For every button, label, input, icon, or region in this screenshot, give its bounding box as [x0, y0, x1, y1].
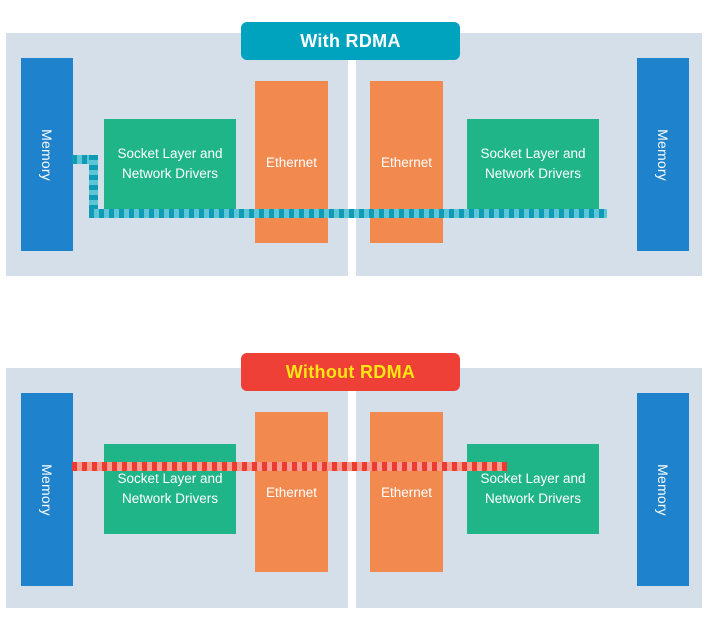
- without-rdma-socket-right-line2: Network Drivers: [484, 491, 581, 506]
- with-rdma-ethernet-left: Ethernet: [255, 81, 328, 243]
- badge-with-rdma[interactable]: With RDMA: [241, 22, 460, 60]
- without-rdma-socket-left-line1: Socket Layer and: [117, 471, 223, 487]
- without-rdma-ethernet-right: Ethernet: [370, 412, 443, 572]
- without-rdma-memory-left-label: Memory: [38, 463, 55, 516]
- with-rdma-socket-left-line2: Network Drivers: [121, 166, 218, 181]
- badge-without-rdma-label: Without RDMA: [285, 361, 416, 382]
- without-rdma-memory-right-label: Memory: [654, 463, 671, 516]
- with-rdma-ethernet-right: Ethernet: [370, 81, 443, 243]
- with-rdma-path-segment-vertical: [89, 155, 98, 214]
- with-rdma-socket-left: Socket Layer and Network Drivers: [104, 119, 236, 209]
- with-rdma-memory-right: Memory: [637, 58, 689, 251]
- panel-without-rdma: Memory Socket Layer and Network Drivers …: [6, 368, 702, 608]
- panel-with-rdma: Memory Socket Layer and Network Drivers …: [6, 33, 702, 276]
- panel-with-rdma-divider: [348, 33, 356, 276]
- without-rdma-socket-left-line2: Network Drivers: [121, 491, 218, 506]
- with-rdma-ethernet-right-label: Ethernet: [380, 154, 433, 170]
- with-rdma-path-segment-main: [89, 209, 607, 218]
- with-rdma-memory-right-label: Memory: [654, 128, 671, 181]
- without-rdma-socket-right-line1: Socket Layer and: [480, 471, 586, 487]
- with-rdma-path-segment-stub: [72, 155, 98, 164]
- badge-with-rdma-label: With RDMA: [300, 30, 401, 51]
- with-rdma-socket-right: Socket Layer and Network Drivers: [467, 119, 599, 209]
- badge-without-rdma[interactable]: Without RDMA: [241, 353, 460, 391]
- with-rdma-socket-right-line2: Network Drivers: [484, 166, 581, 181]
- without-rdma-memory-right: Memory: [637, 393, 689, 586]
- with-rdma-socket-left-line1: Socket Layer and: [117, 146, 223, 162]
- without-rdma-socket-left: Socket Layer and Network Drivers: [104, 444, 236, 534]
- with-rdma-memory-left: Memory: [21, 58, 73, 251]
- without-rdma-path-segment-main: [72, 462, 507, 471]
- without-rdma-ethernet-left-label: Ethernet: [265, 484, 318, 500]
- without-rdma-memory-left: Memory: [21, 393, 73, 586]
- without-rdma-ethernet-left: Ethernet: [255, 412, 328, 572]
- without-rdma-socket-right: Socket Layer and Network Drivers: [467, 444, 599, 534]
- with-rdma-memory-left-label: Memory: [38, 128, 55, 181]
- without-rdma-ethernet-right-label: Ethernet: [380, 484, 433, 500]
- with-rdma-ethernet-left-label: Ethernet: [265, 154, 318, 170]
- panel-without-rdma-divider: [348, 368, 356, 608]
- with-rdma-socket-right-line1: Socket Layer and: [480, 146, 586, 162]
